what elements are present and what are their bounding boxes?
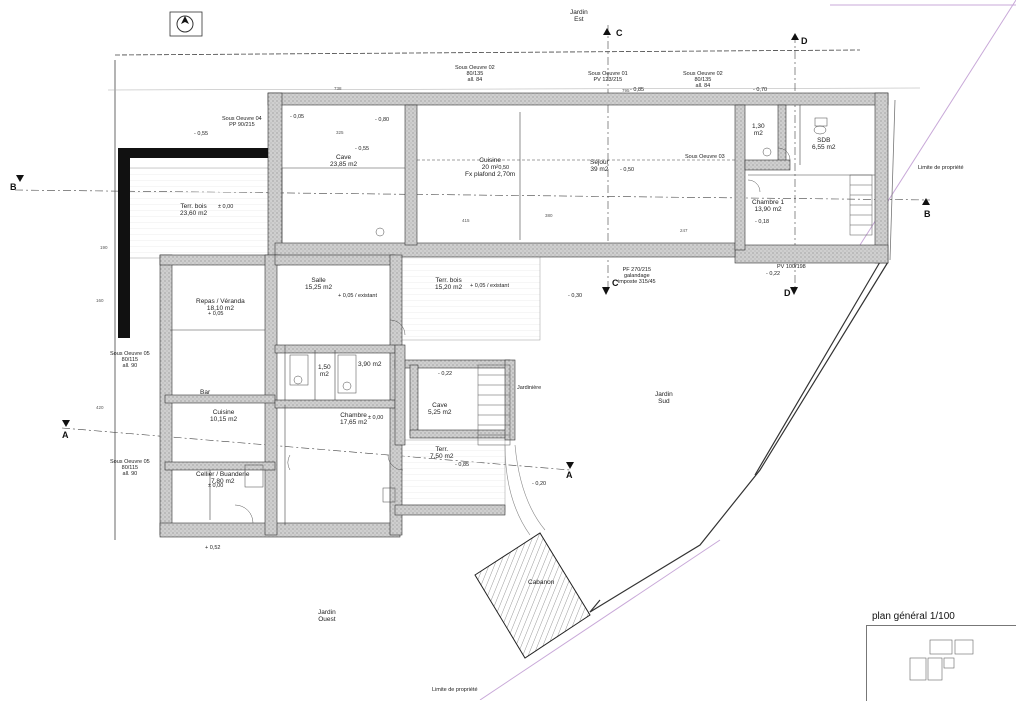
level-sejour: - 0,50 [620,167,635,173]
terrace-fills [124,167,541,513]
jardiniere-label: Jardinière [517,385,542,391]
section-c-bottom: C [612,278,619,288]
key-plan-frame [866,625,1016,701]
garden-sud-boundary [589,261,889,613]
section-d-top: D [801,36,808,46]
door-swings [234,147,791,524]
room-bar: Bar [200,389,211,396]
dim-9: 247 [680,228,688,233]
section-a-right: A [566,470,573,480]
level-chambre-1: - 0,18 [755,219,770,225]
property-limit-label-bottom: Limite de propriété [432,687,478,693]
dim-7: 420 [96,405,104,410]
stairs [477,174,873,446]
opening-pv: PV 100/198 [777,264,806,270]
dim-6: 160 [96,298,104,303]
level-ext-sw: + 0,52 [205,545,221,551]
level-ext-mid: - 0,30 [568,293,583,299]
level-cuisine-north: - 0,50 [495,165,510,171]
level-cave-north-2: - 0,80 [375,117,390,123]
section-marker-icons [16,28,930,469]
level-cave-south: - 0,22 [438,371,453,377]
room-terrasse-3: Terr.7,50 m2 [430,446,454,460]
fixtures [244,117,828,503]
dim-1: 738 [334,86,342,91]
level-terrasse-2: + 0,05 / existant [470,283,509,289]
level-ext-n: - 0,85 [630,87,645,93]
north-arrow-icon [169,11,203,37]
site-boundary [107,49,921,540]
level-chambre-2: ± 0,00 [368,415,384,421]
section-d-bottom: D [784,288,791,298]
dim-3: 415 [462,218,470,223]
level-ext-s: - 0,20 [532,481,547,487]
cabanon-roof [474,532,591,659]
dim-8: 380 [545,213,553,218]
section-b-right: B [924,209,931,219]
level-terrasse-1: ± 0,00 [218,204,234,210]
level-ext-w: - 0,55 [194,131,209,137]
level-ext-top: - 0,05 [290,114,305,120]
level-cellier: ± 0,00 [208,483,224,489]
walls [159,92,889,538]
dim-5: 190 [100,245,108,250]
level-terrasse-3: - 0,85 [455,462,470,468]
terrace-balustrade [118,148,268,338]
level-ext-ne: - 0,70 [753,87,768,93]
section-b-left: B [10,182,17,192]
room-sdb-2: 3,90 m2 [358,361,382,368]
property-limit-label-right: Limite de propriété [918,165,964,171]
section-c-top: C [616,28,623,38]
partitions [170,105,875,525]
key-plan-thumbnail [909,639,974,681]
level-cave-north: - 0,55 [355,146,370,152]
dim-4: 795 [622,88,630,93]
drawing-title: plan général 1/100 [872,611,955,622]
opening-so03: Sous Oeuvre 03 [685,154,725,160]
dim-2: 325 [336,130,344,135]
level-salle: + 0,05 / existant [338,293,377,299]
level-repas: + 0,05 [208,311,224,317]
garden-path [504,444,546,536]
level-ext-e: - 0,22 [766,271,781,277]
room-cabanon: Cabanon [528,579,555,586]
section-a-left: A [62,430,69,440]
